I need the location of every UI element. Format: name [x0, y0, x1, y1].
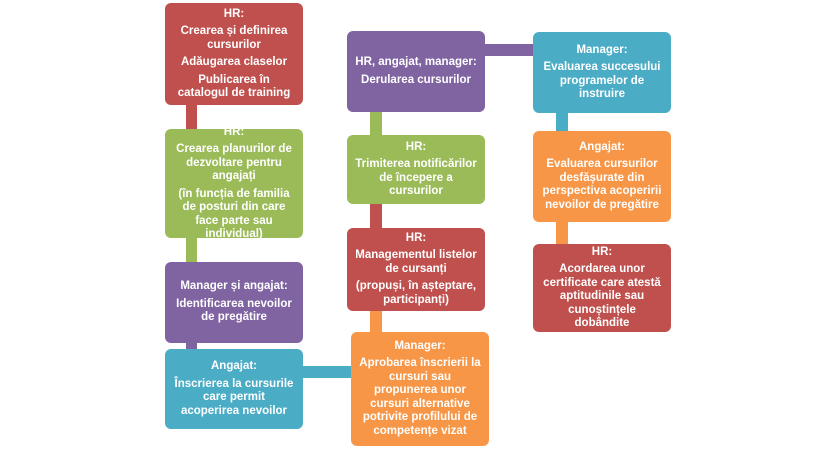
- step-enroll-courses: Angajat: Înscrierea la cursurile care pe…: [165, 349, 303, 429]
- step-role: HR:: [405, 140, 427, 153]
- connector-b5-b9: [485, 44, 533, 56]
- step-text: Aprobarea înscrierii la cursuri sau prop…: [359, 357, 481, 437]
- step-development-plans: HR: Crearea planurilor de dezvoltare pen…: [165, 125, 303, 240]
- step-role: Manager:: [576, 43, 628, 56]
- connector-b4-b8: [303, 366, 351, 378]
- step-role: HR:: [223, 125, 245, 138]
- step-evaluate-courses: Angajat: Evaluarea cursurilor desfășurat…: [533, 131, 671, 222]
- step-role: HR:: [591, 245, 613, 258]
- step-text: Adăugarea claselor: [180, 56, 288, 68]
- step-role: Angajat:: [211, 360, 257, 372]
- step-approve-enrollment: Manager: Aprobarea înscrierii la cursuri…: [351, 332, 489, 446]
- step-role: HR, angajat, manager:: [355, 56, 477, 68]
- step-role: Angajat:: [579, 140, 625, 153]
- connector-b9-b10: [556, 113, 568, 131]
- step-text: Crearea planurilor de dezvoltare pentru …: [176, 143, 292, 182]
- connector-b7-b6: [370, 204, 382, 228]
- step-text: Evaluarea cursurilor desfășurate din per…: [542, 158, 662, 211]
- connector-b1-b2: [186, 105, 197, 129]
- step-text: (în funcția de familia de posturi din ca…: [178, 187, 290, 241]
- step-role: HR:: [405, 231, 427, 244]
- step-role: Manager:: [394, 339, 446, 352]
- step-text: Derularea cursurilor: [361, 73, 471, 86]
- step-send-notifications: HR: Trimiterea notificărilor de începere…: [347, 135, 485, 204]
- step-create-courses: HR: Crearea și definirea cursurilor Adău…: [165, 3, 303, 105]
- step-text: Trimiterea notificărilor de începere a c…: [355, 158, 477, 197]
- connector-b8-b7: [370, 311, 382, 332]
- step-text: Managementul listelor de cursanți: [355, 249, 477, 275]
- step-text: Acordarea unor certificate care atestă a…: [543, 263, 661, 329]
- step-run-courses: HR, angajat, manager: Derularea cursuril…: [347, 31, 485, 112]
- step-role: Manager și angajat:: [180, 280, 288, 293]
- step-manage-trainee-lists: HR: Managementul listelor de cursanți (p…: [347, 228, 485, 311]
- step-identify-needs: Manager și angajat: Identificarea nevoil…: [165, 262, 303, 343]
- step-evaluate-programs: Manager: Evaluarea succesului programelo…: [533, 32, 671, 113]
- connector-b3-b4: [186, 343, 197, 349]
- connector-b10-b11: [556, 222, 568, 244]
- connector-b6-b5: [370, 112, 382, 135]
- step-text: Publicarea în catalogul de training: [177, 73, 291, 100]
- step-role: HR:: [223, 7, 245, 20]
- step-text: Înscrierea la cursurile care permit acop…: [174, 377, 294, 417]
- step-text: (propuși, în așteptare, participanți): [355, 280, 477, 306]
- connector-b2-b3: [186, 238, 197, 262]
- step-text: Evaluarea succesului programelor de inst…: [543, 61, 661, 100]
- step-text: Identificarea nevoilor de pregătire: [176, 297, 292, 324]
- step-grant-certificates: HR: Acordarea unor certificate care ates…: [533, 244, 671, 332]
- step-text: Crearea și definirea cursurilor: [180, 25, 288, 51]
